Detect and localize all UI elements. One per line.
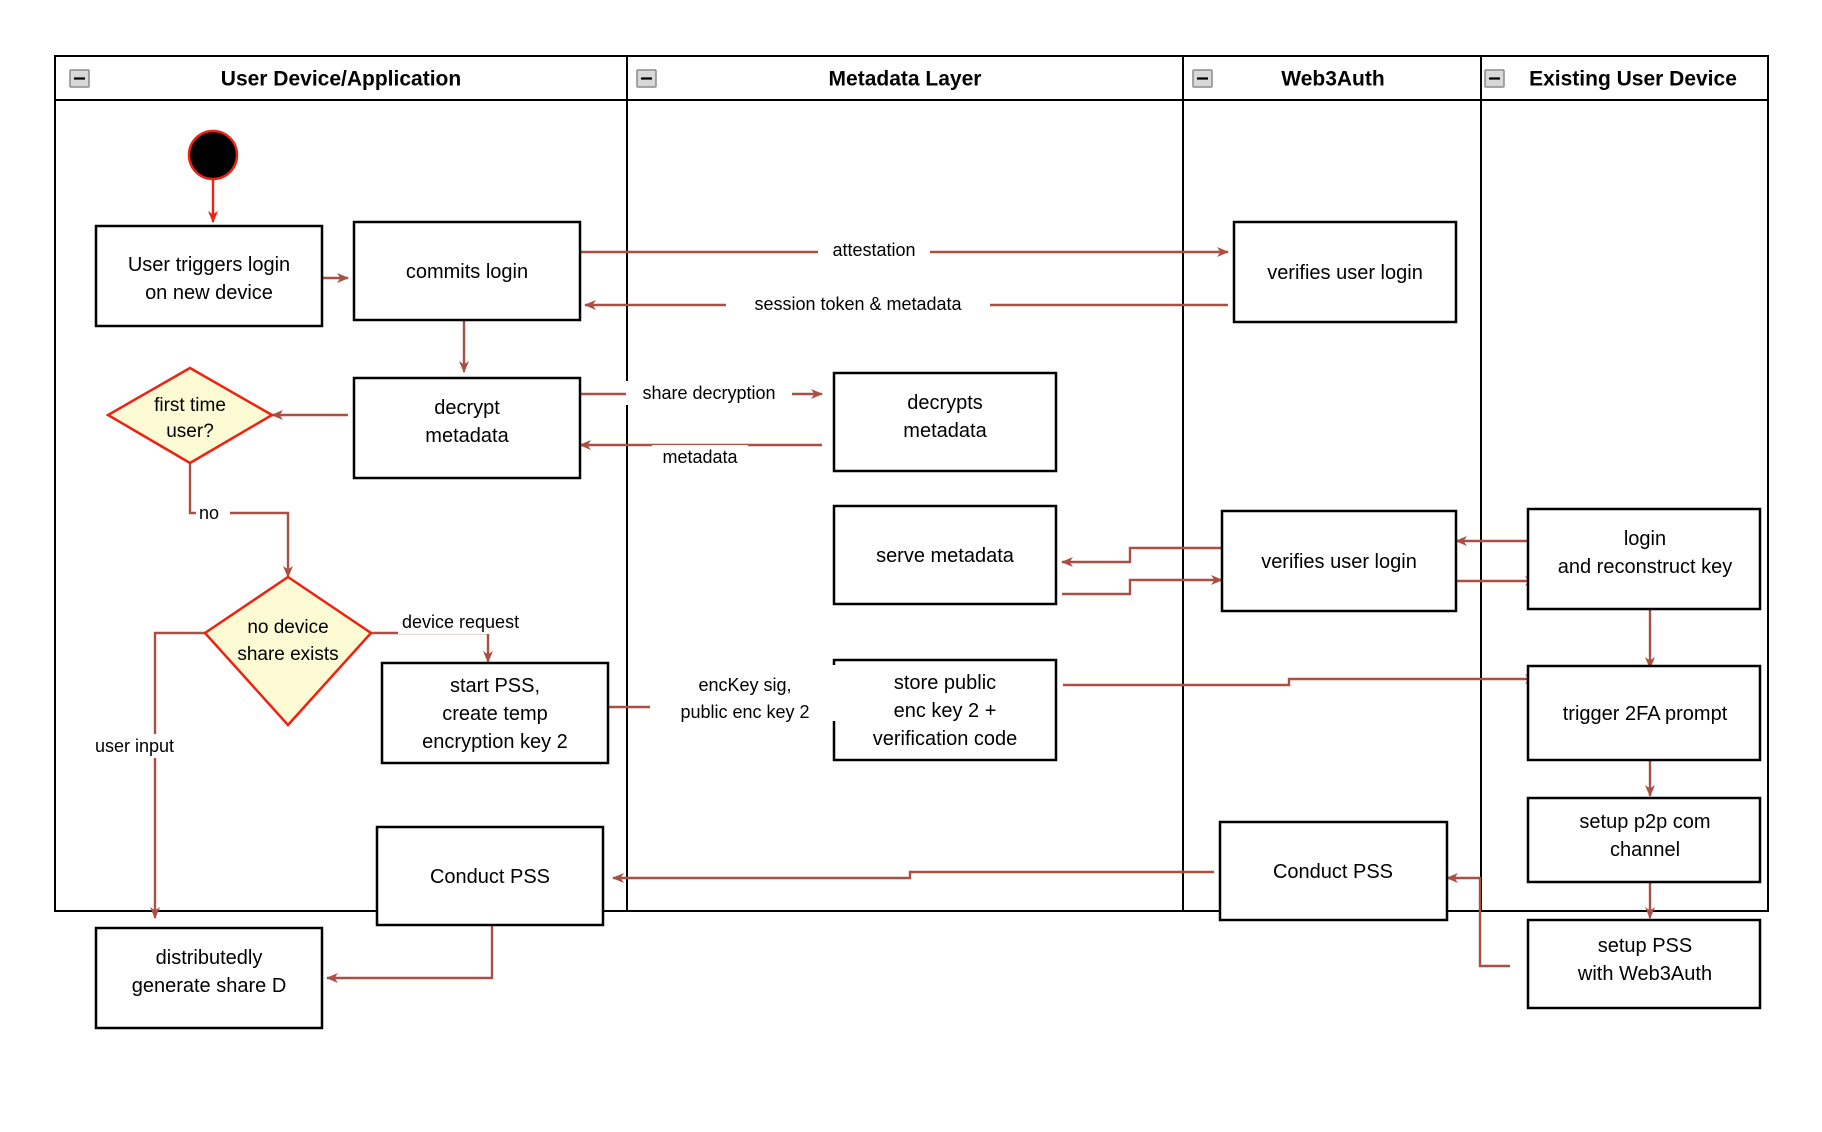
node-label-line2: enc key 2 +	[894, 700, 997, 722]
node-label-line3: encryption key 2	[422, 731, 568, 753]
edge-store-key-to-trigger-2fa	[1063, 674, 1537, 687]
lane-title: Metadata Layer	[829, 68, 982, 91]
lane-title: Existing User Device	[1529, 68, 1737, 91]
node-decrypts-metadata[interactable]: decrypts metadata	[832, 371, 1058, 473]
start-node	[187, 129, 239, 181]
node-label-line2: metadata	[903, 420, 987, 442]
node-label-line1: setup p2p com	[1579, 811, 1710, 833]
node-label-line2: on new device	[145, 282, 273, 304]
decision-label-line1: first time	[154, 395, 226, 416]
node-label-line2: channel	[1610, 839, 1680, 861]
edge-label-session-token-metadata: session token & metadata	[726, 292, 990, 316]
node-serve-metadata[interactable]: serve metadata	[832, 504, 1058, 606]
lane-header-existing-user-device[interactable]: Existing User Device	[1484, 68, 1737, 91]
node-label-line1: login	[1624, 528, 1666, 550]
decision-label-line1: no device	[247, 617, 328, 638]
node-label-line1: verifies user login	[1261, 551, 1417, 573]
node-setup-p2p-com-channel[interactable]: setup p2p com channel	[1526, 796, 1762, 884]
node-label-line1: decrypts	[907, 392, 983, 414]
edge-no-to-no-device-share-exists	[188, 463, 293, 578]
lane-header-metadata-layer[interactable]: Metadata Layer	[636, 68, 982, 91]
decision-label-line2: share exists	[237, 644, 338, 665]
edge-label-text: no	[199, 503, 219, 523]
node-conduct-pss-user-device[interactable]: Conduct PSS	[375, 825, 605, 927]
node-decrypt-metadata[interactable]: decrypt metadata	[352, 376, 582, 480]
node-label-line1: setup PSS	[1598, 935, 1693, 957]
edge-label-text: user input	[95, 736, 174, 756]
edge-serve-metadata-to-verifies	[1062, 575, 1223, 596]
lane-title: Web3Auth	[1281, 68, 1384, 91]
edge-conduct-pss-web3auth-to-conduct-pss-user	[612, 870, 1214, 883]
node-setup-pss-with-web3auth[interactable]: setup PSS with Web3Auth	[1526, 918, 1762, 1010]
node-no-device-share-exists-decision[interactable]: no device share exists	[203, 575, 373, 727]
node-label-line1: commits login	[406, 261, 528, 283]
node-label-line2: metadata	[425, 425, 509, 447]
node-label-line1: Conduct PSS	[430, 866, 550, 888]
node-label-line2: generate share D	[132, 975, 287, 997]
node-label-line1: store public	[894, 672, 996, 694]
edge-label-text: share decryption	[642, 383, 775, 403]
node-verifies-user-login-second[interactable]: verifies user login	[1220, 509, 1458, 613]
node-commits-login[interactable]: commits login	[352, 220, 582, 322]
node-trigger-2fa-prompt[interactable]: trigger 2FA prompt	[1526, 664, 1762, 762]
node-first-time-user-decision[interactable]: first time user?	[105, 366, 275, 465]
node-label-line1: serve metadata	[876, 545, 1015, 567]
edge-label-attestation: attestation	[818, 238, 930, 262]
node-label-line1: decrypt	[434, 397, 500, 419]
node-conduct-pss-web3auth[interactable]: Conduct PSS	[1218, 820, 1449, 922]
node-label-line3: verification code	[873, 728, 1018, 750]
edge-verifies-to-serve-metadata	[1061, 546, 1222, 567]
node-label-line2: and reconstruct key	[1558, 556, 1733, 578]
edge-label-text: metadata	[662, 447, 738, 467]
edge-label-line2: public enc key 2	[680, 702, 809, 722]
node-label-line2: with Web3Auth	[1577, 963, 1712, 985]
node-label-line1: verifies user login	[1267, 262, 1423, 284]
node-label-line1: Conduct PSS	[1273, 861, 1393, 883]
lane-header-web3auth[interactable]: Web3Auth	[1192, 68, 1385, 91]
node-label-line1: distributedly	[156, 947, 263, 969]
edge-conduct-pss-to-generate-share-d	[326, 925, 494, 983]
edge-label-enckey-sig: encKey sig, public enc key 2	[650, 665, 840, 722]
edge-label-line1: encKey sig,	[698, 675, 791, 695]
node-store-public-enc-key[interactable]: store public enc key 2 + verification co…	[832, 658, 1058, 762]
node-label-line2: create temp	[442, 703, 548, 725]
edge-label-metadata: metadata	[652, 445, 748, 469]
node-verifies-user-login-top[interactable]: verifies user login	[1232, 220, 1458, 324]
edge-label-device-request: device request	[398, 610, 552, 634]
node-login-and-reconstruct-key[interactable]: login and reconstruct key	[1526, 507, 1762, 611]
edge-label-text: session token & metadata	[754, 294, 962, 314]
lane-title: User Device/Application	[221, 68, 461, 91]
edge-label-user-input: user input	[92, 734, 200, 758]
lane-header-user-device-application[interactable]: User Device/Application	[69, 68, 461, 91]
node-label-line1: start PSS,	[450, 675, 540, 697]
node-distributedly-generate-share-d[interactable]: distributedly generate share D	[94, 926, 324, 1030]
edge-label-no: no	[196, 501, 230, 525]
node-label-line1: User triggers login	[128, 254, 290, 276]
edge-label-text: attestation	[832, 240, 915, 260]
node-start-pss[interactable]: start PSS, create temp encryption key 2	[380, 661, 610, 765]
edge-label-text: device request	[402, 612, 519, 632]
edge-label-share-decryption: share decryption	[626, 381, 792, 405]
swimlane-frame	[54, 55, 1769, 912]
decision-label-line2: user?	[166, 421, 214, 442]
edge-user-input	[150, 631, 205, 919]
node-user-triggers-login[interactable]: User triggers login on new device	[94, 224, 324, 328]
edge-setup-pss-to-conduct-pss-web3auth	[1446, 873, 1510, 968]
node-label-line1: trigger 2FA prompt	[1563, 703, 1728, 725]
